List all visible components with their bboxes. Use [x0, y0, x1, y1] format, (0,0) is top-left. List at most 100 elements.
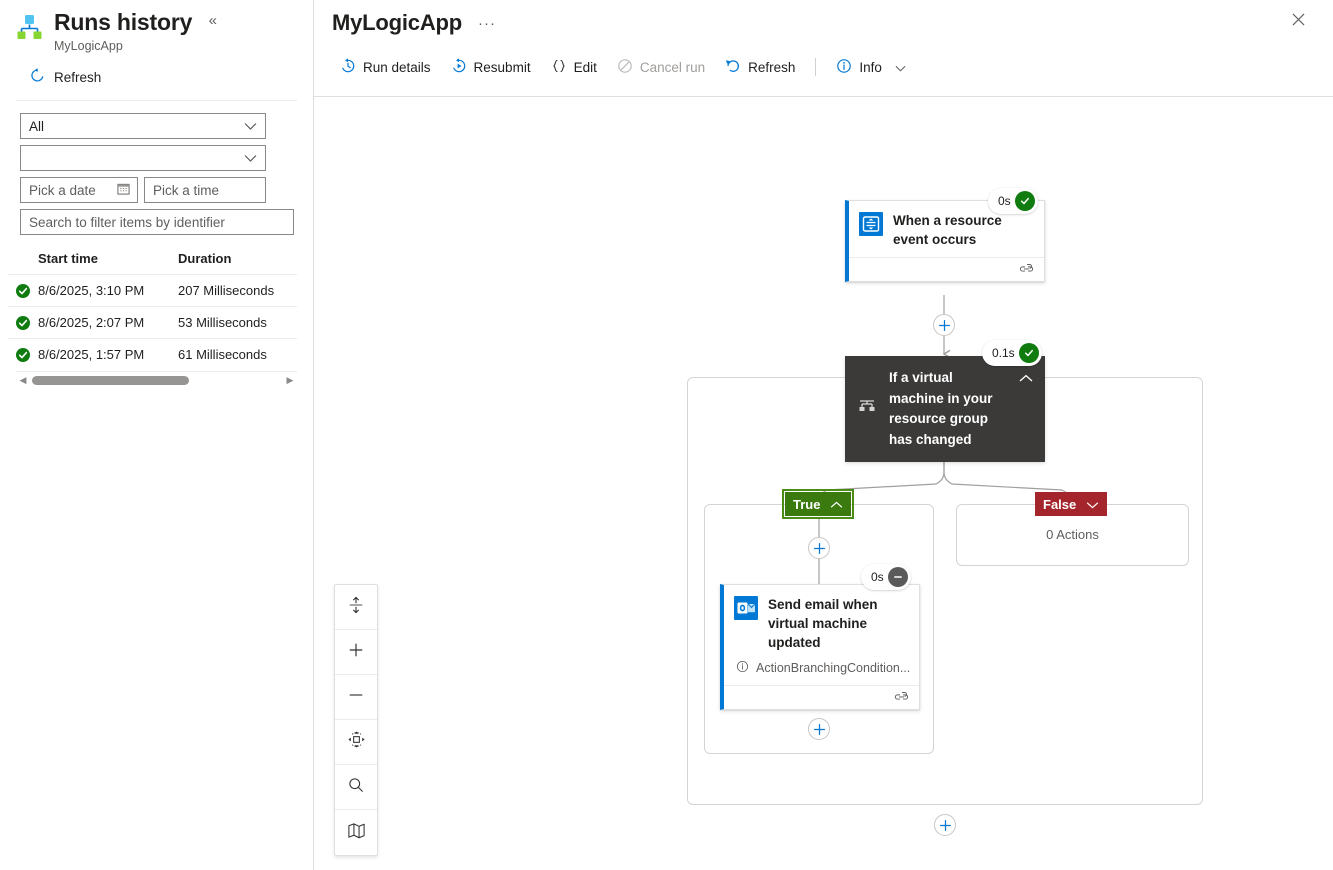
edit-button[interactable]: Edit: [541, 52, 607, 82]
column-header-start-time[interactable]: Start time: [38, 251, 98, 266]
action-status-duration: 0s: [871, 570, 884, 584]
scrollbar-track[interactable]: [32, 376, 281, 385]
runs-table-horizontal-scrollbar[interactable]: ◀ ▶: [16, 371, 297, 389]
fit-to-screen-icon: [347, 596, 365, 619]
chevron-down-icon[interactable]: [1086, 497, 1099, 512]
outlook-icon: [734, 596, 758, 620]
info-circle-icon: [836, 58, 852, 77]
close-button[interactable]: [1285, 9, 1311, 35]
table-row[interactable]: 8/6/2025, 1:57 PM 61 Milliseconds: [8, 338, 297, 370]
true-branch-label[interactable]: True: [781, 489, 855, 519]
secondary-filter-dropdown[interactable]: [20, 145, 266, 171]
zoom-in-button[interactable]: [335, 630, 377, 675]
pan-move-button[interactable]: [335, 720, 377, 765]
action-title: Send email when virtual machine updated: [768, 597, 878, 650]
command-bar-divider: [314, 96, 1333, 97]
connection-link-icon[interactable]: [1019, 261, 1034, 279]
info-button[interactable]: Info: [826, 52, 916, 82]
collapse-up-icon[interactable]: [830, 497, 843, 512]
zoom-out-button[interactable]: [335, 675, 377, 720]
condition-title: If a virtual machine in your resource gr…: [889, 370, 993, 447]
connection-link-icon[interactable]: [894, 689, 909, 707]
condition-status-badge: 0.1s: [982, 340, 1042, 366]
time-picker-placeholder: Pick a time: [153, 182, 220, 198]
cancel-run-label: Cancel run: [639, 59, 706, 75]
logic-app-icon: [14, 12, 44, 42]
resubmit-button[interactable]: Resubmit: [441, 52, 541, 82]
search-placeholder: Search to filter items by identifier: [29, 214, 225, 230]
scroll-right-arrow-icon[interactable]: ▶: [286, 375, 294, 385]
collapse-up-icon[interactable]: [1019, 370, 1035, 388]
table-header-row: Start time Duration: [8, 251, 297, 274]
fit-to-screen-button[interactable]: [335, 585, 377, 630]
run-start-time: 8/6/2025, 2:07 PM: [38, 315, 145, 330]
trigger-status-badge: 0s: [988, 188, 1038, 214]
sidebar-header: Runs history « MyLogicApp Refresh: [0, 0, 313, 86]
sidebar-refresh-button[interactable]: Refresh: [30, 68, 101, 86]
info-label: Info: [859, 59, 882, 75]
run-duration: 61 Milliseconds: [178, 347, 267, 362]
page-title: Runs history: [54, 9, 193, 35]
table-row[interactable]: 8/6/2025, 2:07 PM 53 Milliseconds: [8, 306, 297, 338]
run-duration: 207 Milliseconds: [178, 283, 275, 298]
scroll-left-arrow-icon[interactable]: ◀: [19, 375, 27, 385]
action-card-footer: [724, 685, 919, 709]
status-filter-dropdown[interactable]: All: [20, 113, 266, 139]
condition-branch-icon: [857, 396, 877, 416]
minimap-icon: [347, 821, 366, 845]
run-duration: 53 Milliseconds: [178, 315, 267, 330]
command-bar: Run details Resubmit: [314, 36, 1333, 80]
trigger-status-duration: 0s: [998, 194, 1011, 208]
run-start-time: 8/6/2025, 3:10 PM: [38, 283, 145, 298]
add-action-button[interactable]: [808, 718, 830, 740]
edit-label: Edit: [573, 59, 597, 75]
canvas-zoom-toolbar: [334, 584, 378, 856]
add-action-button[interactable]: [933, 314, 955, 336]
date-picker-placeholder: Pick a date: [29, 182, 96, 198]
close-icon: [1292, 13, 1305, 31]
refresh-icon: [30, 68, 45, 86]
action-node[interactable]: Send email when virtual machine updated …: [720, 584, 920, 710]
date-picker-field[interactable]: Pick a date: [20, 177, 138, 203]
main-header: MyLogicApp ···: [314, 0, 1333, 36]
more-options-button[interactable]: ···: [478, 14, 496, 32]
code-braces-icon: [551, 58, 567, 77]
false-branch-text: False: [1043, 496, 1077, 512]
action-status-badge: 0s: [861, 564, 911, 590]
chevron-down-icon: [244, 119, 257, 134]
collapse-panel-button[interactable]: «: [208, 12, 217, 29]
command-separator: [815, 58, 817, 76]
sidebar-divider: [16, 100, 297, 101]
canvas-refresh-button[interactable]: Refresh: [715, 52, 805, 82]
runs-search-input[interactable]: Search to filter items by identifier: [20, 209, 294, 235]
trigger-title: When a resource event occurs: [893, 213, 1002, 247]
refresh-icon: [725, 58, 741, 77]
runs-table: Start time Duration 8/6/2025, 3:10 PM 20…: [0, 251, 313, 370]
workflow-canvas[interactable]: 0 Actions: [314, 97, 1333, 870]
status-succeeded-icon: [1018, 343, 1039, 363]
false-branch-label[interactable]: False: [1035, 492, 1108, 516]
designer-panel: MyLogicApp ··· Run details: [314, 0, 1333, 870]
cancel-circle-icon: [617, 58, 633, 77]
false-branch-empty-label: 0 Actions: [1046, 527, 1099, 542]
condition-status-duration: 0.1s: [992, 346, 1015, 360]
runs-history-panel: Runs history « MyLogicApp Refresh All: [0, 0, 314, 870]
add-action-button[interactable]: [808, 537, 830, 559]
column-header-duration[interactable]: Duration: [178, 251, 232, 266]
search-icon: [347, 776, 365, 799]
condition-node[interactable]: If a virtual machine in your resource gr…: [845, 356, 1045, 462]
action-card[interactable]: Send email when virtual machine updated …: [720, 584, 920, 710]
history-clock-icon: [340, 57, 356, 77]
scrollbar-thumb[interactable]: [32, 376, 189, 385]
add-action-button[interactable]: [934, 814, 956, 836]
run-status-succeeded-icon: [8, 283, 38, 298]
table-row[interactable]: 8/6/2025, 3:10 PM 207 Milliseconds: [8, 274, 297, 306]
trigger-card-footer: [849, 257, 1044, 281]
time-picker-field[interactable]: Pick a time: [144, 177, 266, 203]
run-details-button[interactable]: Run details: [330, 52, 441, 82]
run-status-succeeded-icon: [8, 347, 38, 362]
true-branch-text: True: [793, 496, 821, 512]
search-button[interactable]: [335, 765, 377, 810]
minimap-button[interactable]: [335, 810, 377, 855]
